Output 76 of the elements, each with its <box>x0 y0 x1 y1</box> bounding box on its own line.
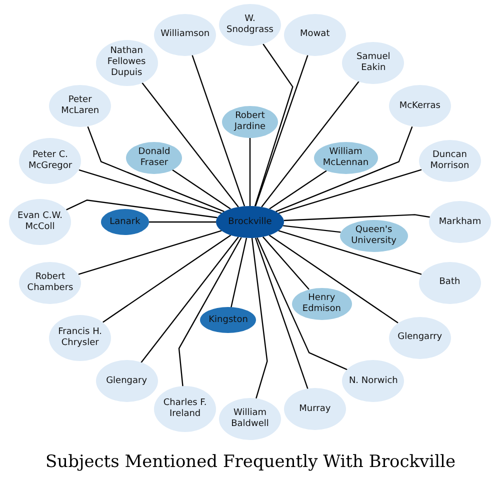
connector-line <box>78 230 222 275</box>
node-label: Nathan Fellowes Dupuis <box>106 46 147 80</box>
ellipse-node <box>101 209 149 235</box>
node-label: Lanark <box>110 216 140 228</box>
ellipse-node <box>216 206 284 238</box>
ellipse-node <box>342 360 404 402</box>
node-label: Samuel Eakin <box>356 52 392 74</box>
connector-line <box>284 214 430 222</box>
node-label: Duncan Morrison <box>429 150 470 172</box>
connector-line <box>142 82 239 208</box>
ellipse-node <box>222 106 278 138</box>
diagram-title: Subjects Mentioned Frequently With Brockville <box>44 451 457 474</box>
node-label: Robert Jardine <box>232 111 267 133</box>
connector-line <box>268 234 398 324</box>
connector-line <box>251 238 268 399</box>
node-label: Williamson <box>160 29 210 40</box>
ellipse-node <box>200 307 256 334</box>
node-label: Bath <box>439 277 460 288</box>
ellipse-node <box>284 388 346 430</box>
connector-line <box>178 237 242 386</box>
connector-line <box>261 80 360 208</box>
node-label: Charles F. Ireland <box>162 398 208 420</box>
connector-line <box>269 170 327 210</box>
connector-line <box>78 169 222 214</box>
connector-line <box>276 126 413 212</box>
node-label: William Baldwell <box>230 408 270 430</box>
node-label: Francis H. Chrysler <box>57 326 104 349</box>
ellipse-node <box>219 4 281 46</box>
ellipse-node <box>126 142 182 174</box>
ellipse-node <box>96 40 158 86</box>
node-label: Peter C. McGregor <box>27 150 74 172</box>
connector-line <box>283 225 341 233</box>
node-label: Markham <box>438 216 482 228</box>
ellipse-node <box>219 398 281 440</box>
connector-line <box>102 234 232 323</box>
connector-line <box>230 238 248 308</box>
node-label: Queen's University <box>350 224 398 247</box>
node-label: Mowat <box>300 29 330 40</box>
connector-line <box>256 237 348 370</box>
connector-line <box>249 138 251 206</box>
connector-line <box>192 54 246 206</box>
ellipse-node <box>284 14 346 56</box>
connector-line <box>149 221 216 223</box>
node-label: N. Norwich <box>348 376 398 387</box>
node-label: Brockville <box>228 216 272 228</box>
connector-line <box>278 230 422 275</box>
node-label: William McLennan <box>322 146 370 169</box>
ellipse-node <box>340 220 408 252</box>
ellipse-node <box>9 199 71 245</box>
ellipse-node <box>96 360 158 402</box>
connector-line <box>262 236 310 290</box>
connector-line <box>254 238 308 390</box>
node-label: Peter McLaren <box>60 95 100 118</box>
connector-line <box>87 126 224 212</box>
node-label: W. Snodgrass <box>226 14 274 36</box>
node-label: Evan C.W. McColl <box>16 211 64 233</box>
ellipse-node <box>314 142 378 174</box>
node-label: Kingston <box>208 314 248 326</box>
node-label: Glengary <box>106 376 148 387</box>
ellipse-node <box>292 288 352 320</box>
ellipse-node <box>154 14 216 56</box>
node-label: Donald Fraser <box>137 146 172 169</box>
ellipse-node <box>49 314 112 361</box>
node-label: Henry Edmison <box>301 292 342 315</box>
connector-line <box>254 54 308 206</box>
connector-line <box>172 169 231 210</box>
node-label: McKerras <box>399 100 440 112</box>
node-label: Glengarry <box>398 332 442 344</box>
connector-line <box>140 236 239 364</box>
connector-line <box>66 199 218 218</box>
connector-line <box>254 44 294 206</box>
ellipse-node <box>342 42 404 84</box>
connector-line <box>278 169 422 214</box>
node-label: Robert Chambers <box>26 272 74 294</box>
node-label: Murray <box>299 404 331 415</box>
ellipse-node <box>154 386 216 432</box>
